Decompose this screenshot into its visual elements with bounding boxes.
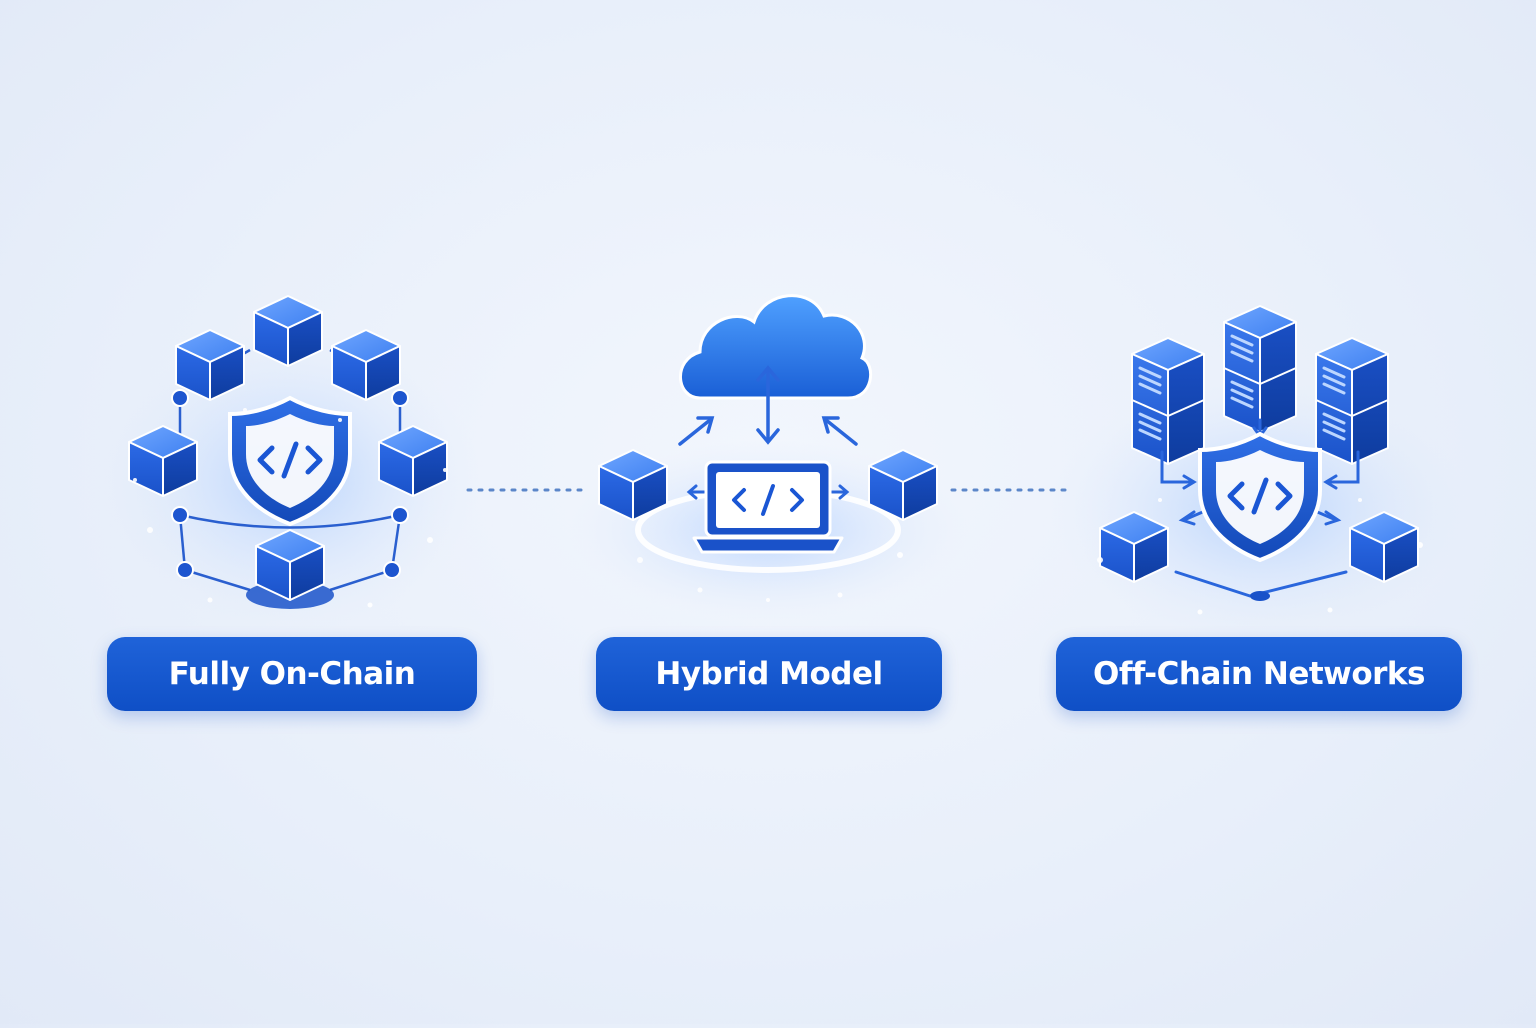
block-cube-icon <box>128 425 198 497</box>
node-icon <box>383 561 401 579</box>
block-cube-icon <box>175 329 245 401</box>
arrow-icon <box>678 416 858 446</box>
label-fully-on-chain: Fully On-Chain <box>107 637 477 711</box>
node-icon <box>176 561 194 579</box>
server-rack-icon <box>1130 336 1206 466</box>
node-icon <box>171 389 189 407</box>
node-icon <box>391 389 409 407</box>
laptop-code-icon <box>692 460 844 554</box>
arrow-icon <box>686 484 850 500</box>
onchain-nodes <box>171 389 409 579</box>
label-off-chain-networks: Off-Chain Networks <box>1056 637 1462 711</box>
node-icon <box>391 506 409 524</box>
block-cube-icon <box>1099 511 1169 583</box>
sparkles <box>133 408 447 608</box>
block-cube-icon <box>378 425 448 497</box>
sparkles <box>1097 498 1423 615</box>
block-cube-icon <box>598 449 668 521</box>
block-cube-icon <box>331 329 401 401</box>
server-rack-icon <box>1222 304 1298 434</box>
offchain-illustration <box>1050 304 1470 640</box>
cloud-icon <box>679 294 872 400</box>
server-rack-icon <box>1314 336 1390 466</box>
label-hybrid-model: Hybrid Model <box>596 637 942 711</box>
arrow-icon <box>756 365 780 445</box>
node-icon <box>171 506 189 524</box>
block-cube-icon <box>255 529 325 601</box>
block-cube-icon <box>1349 511 1419 583</box>
block-cube-icon <box>868 449 938 521</box>
hybrid-illustration <box>568 294 968 620</box>
block-cube-icon <box>253 295 323 367</box>
onchain-illustration <box>100 295 480 630</box>
sparkles <box>637 552 903 602</box>
